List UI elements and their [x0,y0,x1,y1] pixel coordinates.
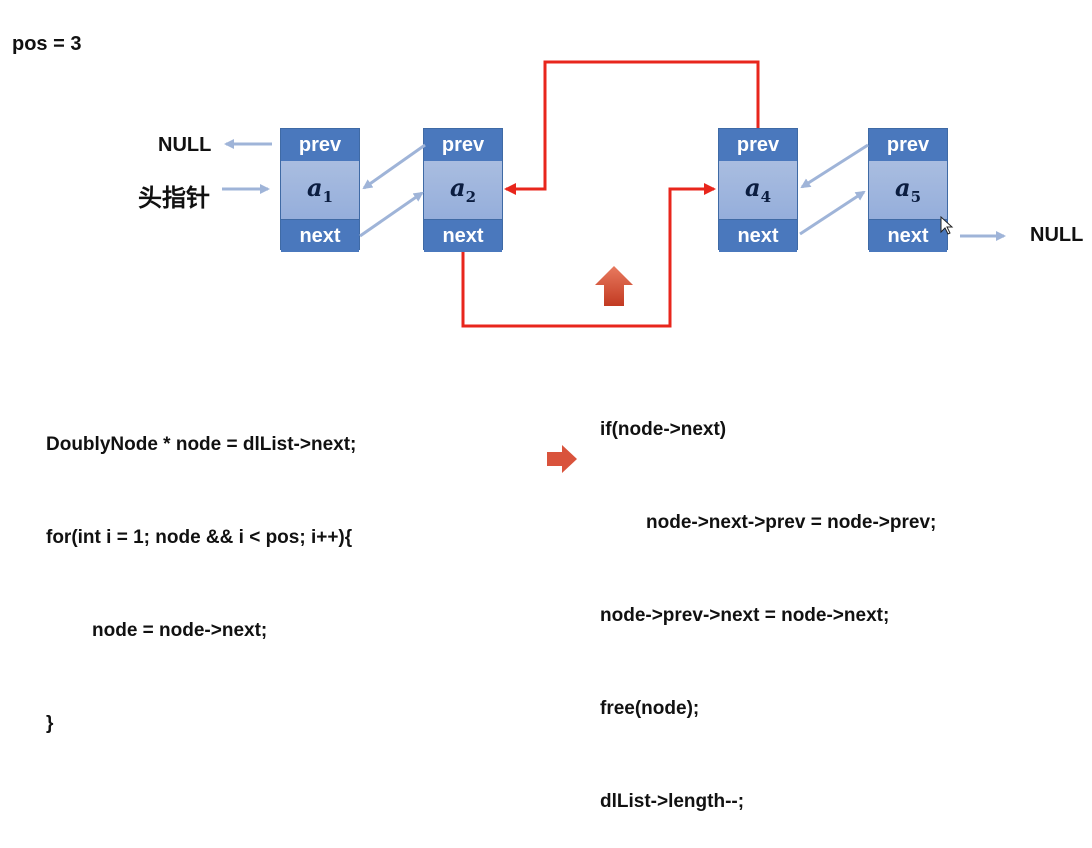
node-a4-value: a4 [719,173,797,206]
node-a1-prev-field: prev [281,129,359,162]
node-a2-var: a [450,173,466,202]
code-line: node->next->prev = node->prev; [646,512,937,533]
node-a2-prev-field: prev [424,129,502,162]
a4-next-to-a5-arrow [799,190,866,236]
node-a5-sub: 5 [910,187,921,206]
a4-prev-relink-line [504,60,760,195]
code-block-traverse: DoublyNode * node = dlList->next; for(in… [46,367,356,770]
node-a5-next-field: next [869,219,947,252]
node-a1-next-field: next [281,219,359,252]
node-a4-sub: 4 [760,187,771,206]
node-a4-next-field: next [719,219,797,252]
a1-next-to-a2-arrow [359,191,424,238]
code-line: node = node->next; [92,620,268,641]
code-line: node->prev->next = node->next; [600,605,890,626]
diagram-arrows [222,60,1006,473]
node-a5-value: a5 [869,173,947,206]
node-a5-data-field: a5 [869,161,947,219]
node-a4: prev a4 next [718,128,798,252]
node-a2: prev a2 next [423,128,503,252]
node-a1: prev a1 next [280,128,360,252]
node-a4-data-field: a4 [719,161,797,219]
a2-next-relink-line [461,183,716,328]
node-a4-var: a [745,173,761,202]
node-a5-prev-field: prev [869,129,947,162]
code-block-delete: if(node->next) node->next->prev = node->… [600,352,936,848]
node-a4-prev-field: prev [719,129,797,162]
head-pointer-label: 头指针 [138,185,210,212]
code-line: } [46,713,54,734]
node-a2-sub: 2 [465,187,476,206]
null-left-label: NULL [158,134,212,156]
code-line: dlList->length--; [600,791,745,812]
node-a2-value: a2 [424,173,502,206]
mouse-cursor-icon [940,215,954,235]
node-a2-data-field: a2 [424,161,502,219]
pos-label: pos = 3 [12,33,82,55]
a5-prev-to-a4-arrow [800,143,869,189]
up-arrow-icon [595,266,633,306]
code-line: if(node->next) [600,419,727,440]
a2-prev-to-a1-arrow [362,143,426,190]
code-line: DoublyNode * node = dlList->next; [46,434,357,455]
node-a2-next-field: next [424,219,502,252]
null-right-label: NULL [1030,224,1084,246]
node-a1-var: a [307,173,323,202]
node-a5: prev a5 next [868,128,948,252]
code-line: for(int i = 1; node && i < pos; i++){ [46,527,353,548]
node-a1-sub: 1 [322,187,333,206]
node-a5-var: a [895,173,911,202]
node-a1-value: a1 [281,173,359,206]
right-arrow-icon [547,445,577,473]
node-a1-data-field: a1 [281,161,359,219]
code-line: free(node); [600,698,700,719]
